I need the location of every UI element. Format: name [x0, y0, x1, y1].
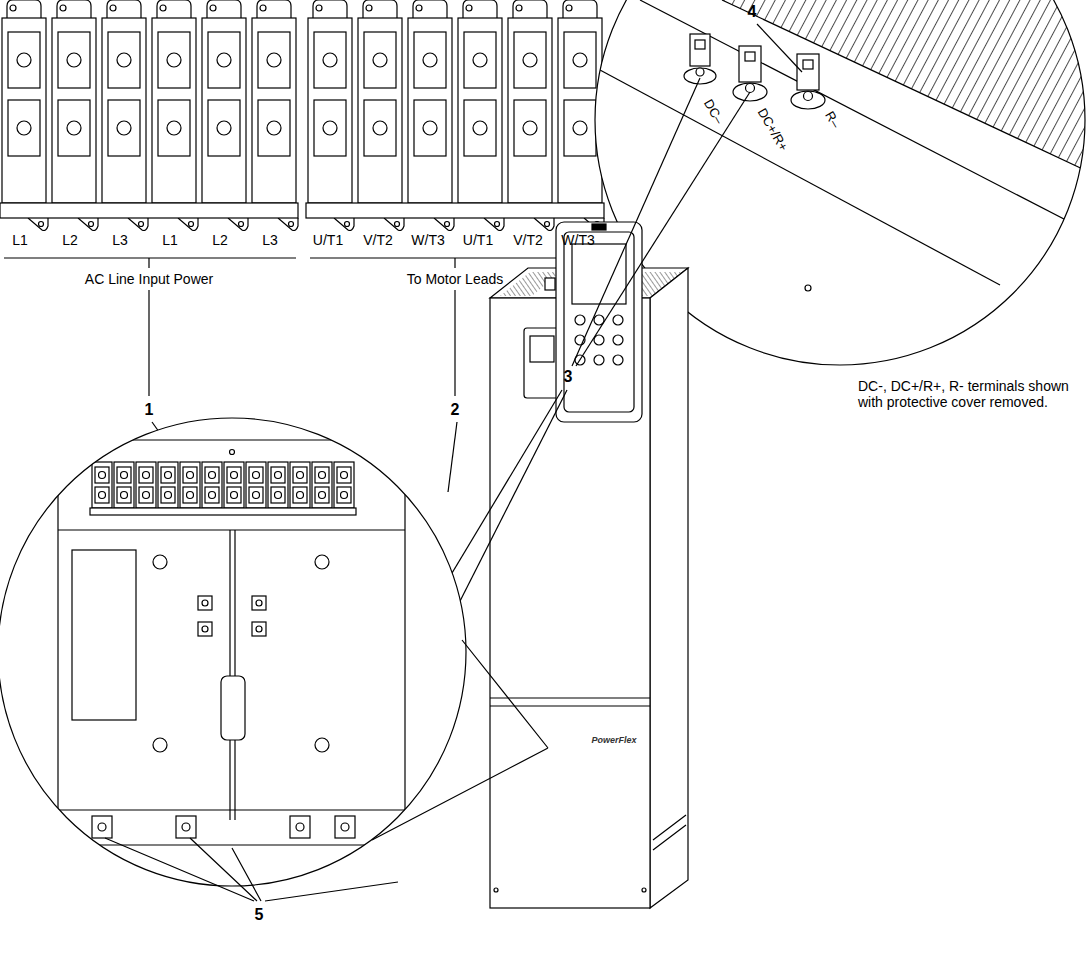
terminal-label: U/T1	[463, 232, 493, 248]
terminal-label: L1	[12, 232, 28, 248]
terminal-label: W/T3	[561, 232, 594, 248]
terminal-label: L1	[162, 232, 178, 248]
callout-number: 2	[451, 401, 460, 419]
note-text: DC-, DC+/R+, R- terminals shown with pro…	[858, 378, 1083, 410]
callout-number: 5	[255, 906, 264, 924]
motor-terminals	[306, 0, 604, 231]
ac-input-terminals	[0, 0, 298, 231]
callout-number: 4	[748, 3, 757, 21]
terminal-label: DC–	[700, 97, 726, 127]
terminal-label: DC+/R+	[754, 106, 790, 154]
terminal-label: L3	[262, 232, 278, 248]
terminal-label: R–	[821, 109, 842, 131]
leader-line	[757, 24, 802, 72]
brand-logo: PowerFlex	[591, 735, 636, 745]
keypad	[556, 222, 642, 422]
terminal-label: L3	[112, 232, 128, 248]
zoom-wedge	[372, 640, 548, 840]
cabinet-interior-zoom	[0, 410, 548, 901]
callout-number: 3	[564, 368, 573, 386]
leader-lines-5	[105, 838, 398, 901]
terminal-label: U/T1	[313, 232, 343, 248]
terminal-label: V/T2	[513, 232, 543, 248]
group-label: To Motor Leads	[407, 271, 504, 287]
callout-number: 1	[145, 401, 154, 419]
terminal-label: L2	[62, 232, 78, 248]
terminal-label: W/T3	[411, 232, 444, 248]
terminal-label: V/T2	[363, 232, 393, 248]
terminal-label: L2	[212, 232, 228, 248]
group-label: AC Line Input Power	[85, 271, 213, 287]
